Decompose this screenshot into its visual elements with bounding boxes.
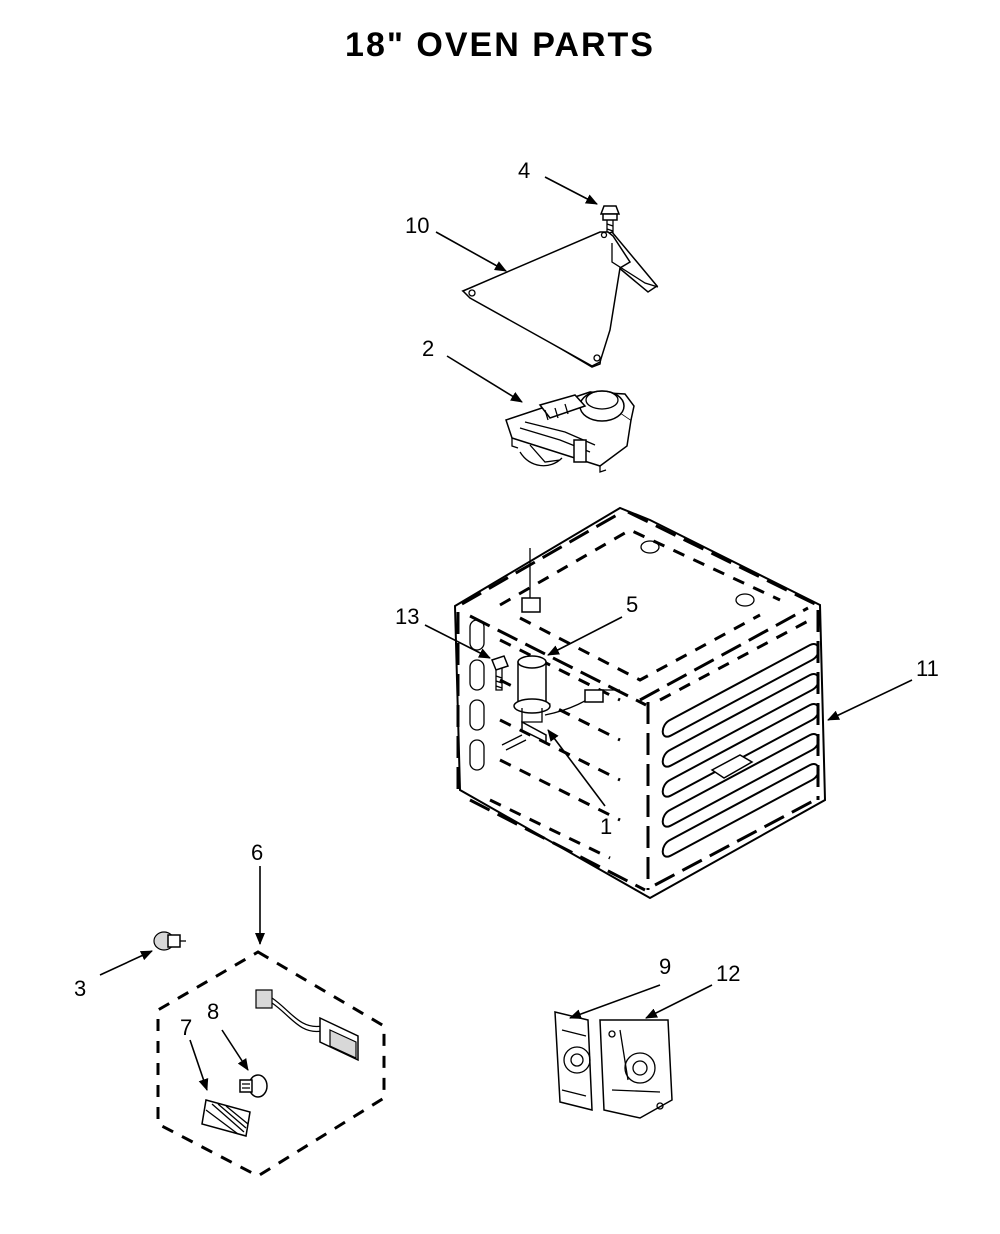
screw-part-13 [491, 655, 509, 691]
callout-1: 1 [600, 814, 612, 839]
sensor-part-5 [513, 655, 551, 723]
page-title: 18" OVEN PARTS [345, 26, 655, 64]
knob-part-3 [153, 931, 186, 951]
lens-part-7 [201, 1099, 251, 1137]
callout-7: 7 [180, 1015, 192, 1040]
callout-2: 2 [422, 336, 434, 361]
callout-5: 5 [626, 592, 638, 617]
bracket-part-1 [501, 720, 547, 751]
light-kit-part-6 [156, 950, 386, 1178]
callout-12: 12 [716, 961, 740, 986]
control-board-part-9 [554, 1011, 593, 1111]
rack-slots [659, 618, 820, 858]
callout-6: 6 [251, 840, 263, 865]
cover-plate-part-10 [461, 231, 659, 368]
lock-mechanism-part-2 [505, 390, 635, 473]
callout-4: 4 [518, 158, 530, 183]
callout-3: 3 [74, 976, 86, 1001]
control-board-part-12 [599, 1019, 673, 1119]
oven-cavity-part-11 [453, 506, 827, 900]
callout-8: 8 [207, 999, 219, 1024]
callout-9: 9 [659, 954, 671, 979]
callout-11: 11 [916, 656, 939, 681]
callout-13: 13 [395, 604, 419, 629]
callout-10: 10 [405, 213, 429, 238]
bulb-part-8 [239, 1074, 268, 1098]
